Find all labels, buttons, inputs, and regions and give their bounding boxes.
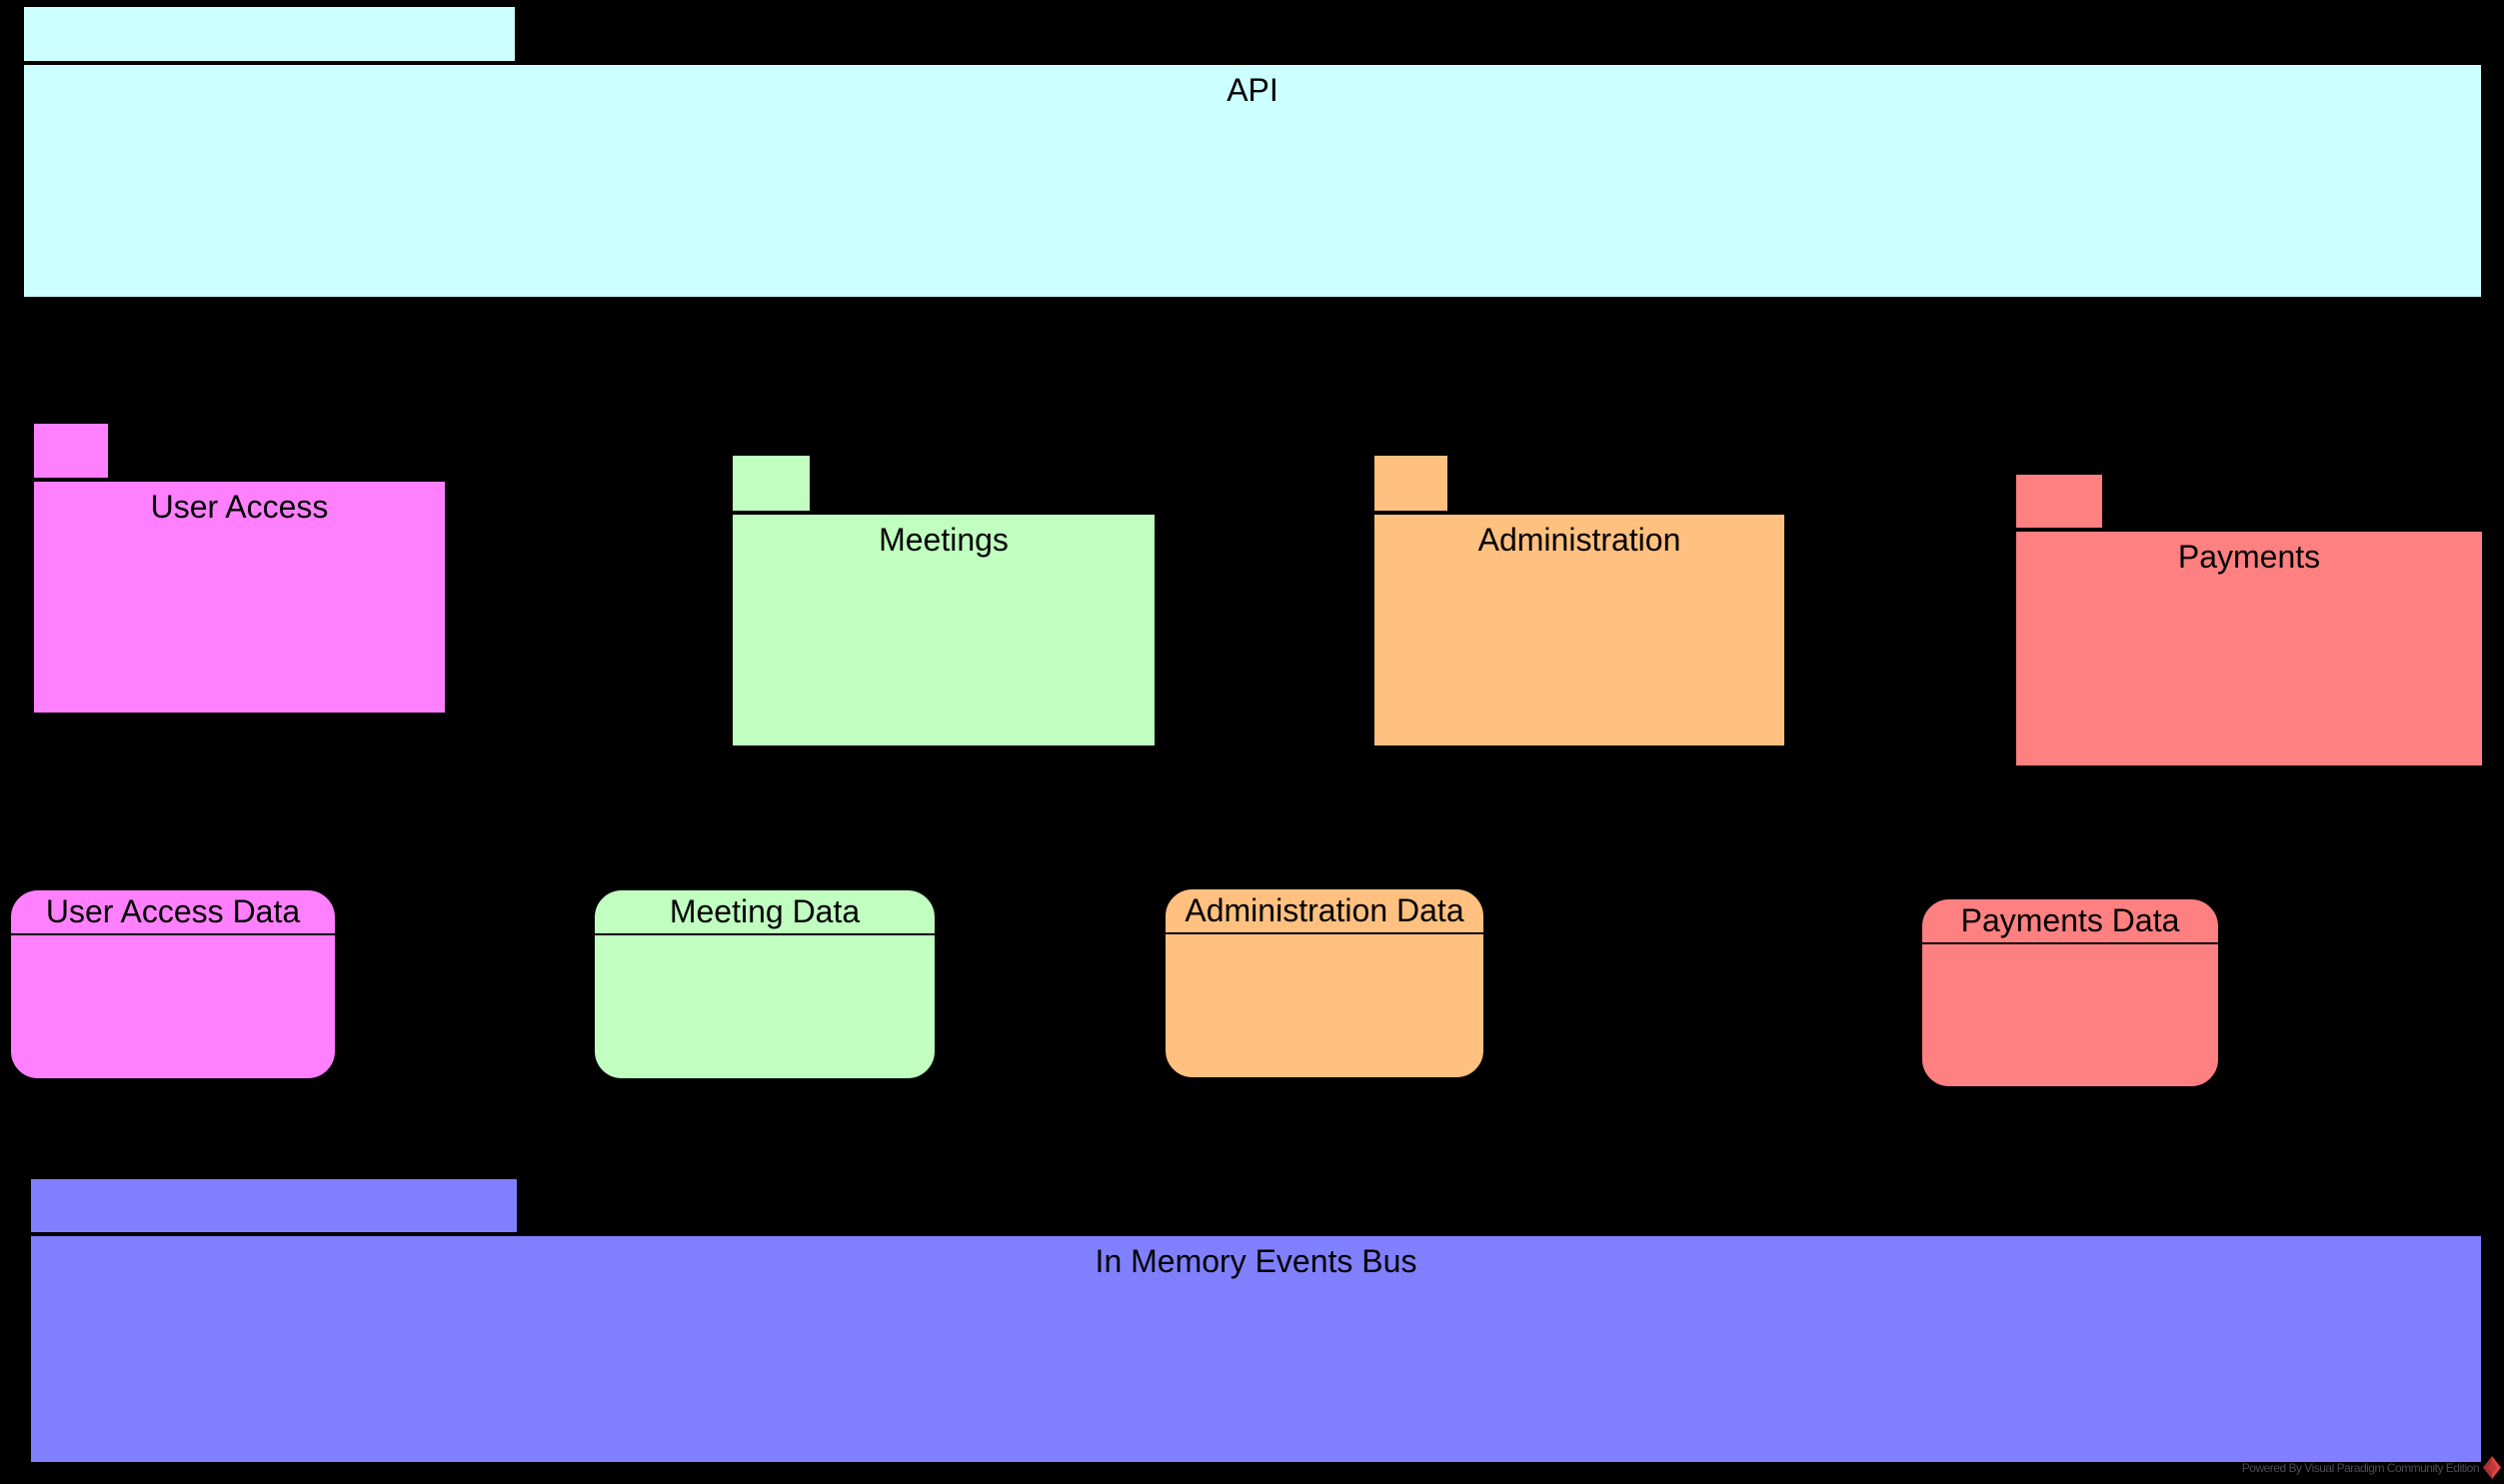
watermark-text: Powered By Visual Paradigm Community Edi… xyxy=(2241,1460,2480,1475)
package-user-access-body: User Access xyxy=(32,480,447,715)
package-meetings-body: Meetings xyxy=(731,513,1157,747)
package-payments-body: Payments xyxy=(2014,530,2484,767)
data-store-payments-data[interactable]: Payments Data xyxy=(1919,896,2221,1089)
visual-paradigm-logo-icon xyxy=(2483,1456,2501,1479)
package-api-body: API xyxy=(22,63,2483,299)
data-store-administration-data[interactable]: Administration Data xyxy=(1163,886,1486,1080)
data-store-administration-data-label: Administration Data xyxy=(1185,892,1464,928)
package-payments-label: Payments xyxy=(2177,539,2321,575)
package-administration-body: Administration xyxy=(1372,513,1786,747)
data-store-meeting-data-label: Meeting Data xyxy=(669,893,861,929)
package-api-tab xyxy=(22,5,517,63)
data-store-payments-data-header: Payments Data xyxy=(1922,899,2218,944)
data-store-payments-data-label: Payments Data xyxy=(1960,902,2180,938)
package-meetings-label: Meetings xyxy=(879,522,1009,558)
package-meetings-tab xyxy=(731,454,812,513)
package-events-bus-body: In Memory Events Bus xyxy=(29,1234,2483,1464)
data-store-meeting-data-header: Meeting Data xyxy=(595,890,935,935)
data-store-administration-data-header: Administration Data xyxy=(1166,889,1483,934)
package-payments-tab xyxy=(2014,473,2104,530)
package-api-label: API xyxy=(1227,72,1278,108)
watermark: Powered By Visual Paradigm Community Edi… xyxy=(2242,1456,2501,1479)
package-administration-label: Administration xyxy=(1477,522,1681,558)
data-store-user-access-data[interactable]: User Access Data xyxy=(8,887,338,1081)
data-store-user-access-data-label: User Access Data xyxy=(45,893,301,929)
data-store-user-access-data-header: User Access Data xyxy=(11,890,335,935)
package-user-access-tab xyxy=(32,422,110,480)
package-user-access-label: User Access xyxy=(150,489,329,525)
data-store-meeting-data[interactable]: Meeting Data xyxy=(592,887,938,1081)
package-events-bus-tab xyxy=(29,1177,519,1234)
package-administration-tab xyxy=(1372,454,1449,513)
package-events-bus-label: In Memory Events Bus xyxy=(1095,1243,1417,1279)
